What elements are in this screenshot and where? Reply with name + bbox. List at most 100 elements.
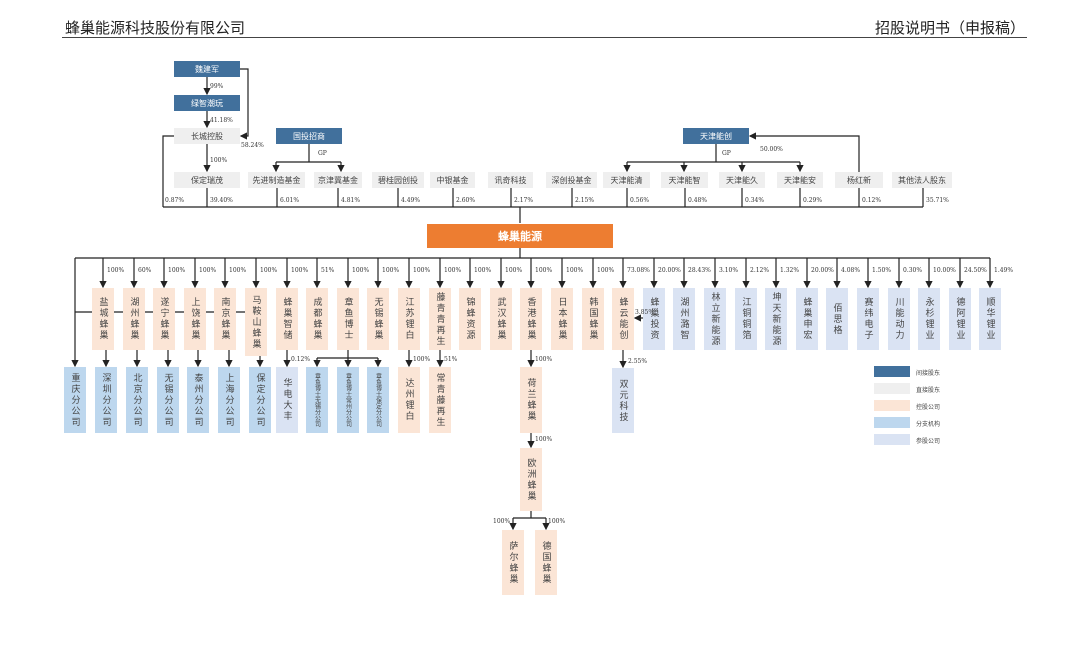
ownership-percent: 100% (168, 267, 186, 274)
legend-swatch (874, 434, 910, 445)
direct-shareholder-label: 保定瑞茂 (191, 175, 223, 185)
subsidiary-germany-label: 德国蜂巢 (540, 540, 551, 585)
octopus-branch-office-label: 章鱼博士无锡分公司 (313, 373, 321, 427)
main-company-fengchao: 蜂巢能源 (427, 224, 613, 248)
octopus-branch-office: 章鱼博士保定分公司 (367, 367, 389, 433)
ownership-percent: 100% (413, 356, 431, 363)
ownership-percent: 100% (291, 267, 309, 274)
ownership-percent: 100% (260, 267, 278, 274)
subsidiary-box: 蜂巢申宏 (796, 288, 818, 350)
subsidiary-box: 江铜铜箔 (735, 288, 757, 350)
subsidiary-changqing-recycling: 常青藤再生 (429, 367, 451, 433)
subsidiary-box-label: 成都蜂巢 (311, 297, 322, 341)
direct-shareholder: 杨红新 (835, 172, 883, 188)
shareholder-lvzhi: 绿智潮玩 (174, 95, 240, 111)
company-name-header: 蜂巢能源科技股份有限公司 (65, 19, 246, 37)
shareholder-tianjin-nengchuang-label: 天津能创 (700, 131, 732, 141)
ownership-percent: 100% (535, 267, 553, 274)
subsidiary-box-label: 香港蜂巢 (525, 297, 536, 341)
subsidiary-box: 佰思格 (826, 288, 848, 350)
direct-shareholder-label: 中银基金 (436, 175, 469, 185)
ownership-percent: 100% (597, 267, 615, 274)
subsidiary-box: 江苏锂白 (398, 288, 420, 350)
ownership-percent: 100% (535, 356, 553, 363)
subsidiary-box: 林立新能源 (704, 288, 726, 350)
octopus-branch-office-label: 章鱼博士常州分公司 (344, 373, 352, 427)
ownership-percent: 24.50% (964, 267, 987, 274)
branch-office: 深圳分公司 (95, 367, 117, 433)
ownership-percent: 0.48% (688, 197, 708, 204)
connector-line (239, 68, 249, 140)
direct-shareholder-label: 天津能安 (784, 175, 816, 185)
ownership-percent: 4.49% (401, 197, 421, 204)
shareholder-wei-jianjun: 魏建军 (174, 61, 240, 77)
subsidiary-box: 成都蜂巢 (306, 288, 328, 350)
subsidiary-box: 德阿锂业 (949, 288, 971, 350)
subsidiary-box: 蜂云能创 (612, 288, 634, 350)
subsidiary-box-label: 林立新能源 (709, 291, 720, 347)
ownership-percent: 0.56% (630, 197, 650, 204)
branch-office: 无锡分公司 (157, 367, 179, 433)
direct-shareholder: 中银基金 (430, 172, 475, 188)
subsidiary-saar: 萨尔蜂巢 (502, 530, 524, 595)
ownership-percent: 6.01% (280, 197, 300, 204)
direct-shareholder-label: 深创投基金 (551, 175, 592, 185)
octopus-branch-office: 章鱼博士常州分公司 (337, 367, 359, 433)
direct-shareholder-label: 天津能智 (668, 175, 701, 185)
ownership-percent: 1.32% (780, 267, 800, 274)
subsidiary-box: 藤青青再生 (429, 288, 451, 350)
shareholder-guotou: 国投招商 (276, 128, 342, 144)
ownership-percent: 1.50% (872, 267, 892, 274)
ownership-percent: 100% (505, 267, 523, 274)
ownership-percent: 20.00% (811, 267, 834, 274)
branch-office-label: 北京分公司 (131, 372, 142, 428)
legend-swatch (874, 366, 910, 377)
direct-shareholder-label: 杨红新 (847, 175, 871, 185)
subsidiary-box: 武汉蜂巢 (490, 288, 512, 350)
ownership-percent: 2.12% (750, 267, 770, 274)
ownership-percent: 2.55% (628, 358, 648, 365)
ownership-percent: 2.60% (456, 197, 476, 204)
subsidiary-box: 顺华锂业 (979, 288, 1001, 350)
ownership-percent: 35.71% (926, 197, 949, 204)
subsidiary-box: 马鞍山蜂巢 (245, 288, 267, 356)
ownership-percent: 41.18% (210, 117, 233, 124)
subsidiary-box: 章鱼博士 (337, 288, 359, 350)
subsidiary-box-label: 江苏锂白 (403, 297, 414, 341)
ownership-percent: 51% (444, 356, 458, 363)
legend-swatch (874, 417, 910, 428)
shareholder-tianjin-nengchuang: 天津能创 (683, 128, 749, 144)
ownership-percent: 4.08% (841, 267, 861, 274)
subsidiary-europe: 欧洲蜂巢 (520, 448, 542, 511)
investee-shuangyuan: 双元科技 (612, 368, 634, 433)
subsidiary-saar-label: 萨尔蜂巢 (507, 540, 518, 585)
ownership-percent: 10.00% (933, 267, 956, 274)
branch-office-label: 泰州分公司 (192, 372, 203, 428)
subsidiary-box: 南京蜂巢 (214, 288, 236, 350)
main-company-fengchao-label: 蜂巢能源 (498, 230, 542, 243)
ownership-percent: 100% (548, 518, 566, 525)
investee-shuangyuan-label: 双元科技 (617, 378, 628, 423)
shareholder-changcheng: 长城控股 (174, 128, 240, 144)
subsidiary-box: 遂宁蜂巢 (153, 288, 175, 350)
ownership-percent: 0.87% (165, 197, 185, 204)
ownership-percent: 0.12% (291, 356, 311, 363)
ownership-percent: 1.49% (994, 267, 1014, 274)
subsidiary-box: 锦蜂资源 (459, 288, 481, 350)
ownership-percent: 100% (382, 267, 400, 274)
subsidiary-netherlands-label: 荷兰蜂巢 (525, 378, 536, 422)
ownership-percent: 100% (229, 267, 247, 274)
subsidiary-box-label: 江铜铜箔 (740, 297, 751, 341)
subsidiary-changqing-recycling-label: 常青藤再生 (434, 372, 445, 428)
shareholder-wei-jianjun-label: 魏建军 (195, 64, 219, 74)
subsidiary-box: 日本蜂巢 (551, 288, 573, 350)
subsidiary-box: 韩国蜂巢 (582, 288, 604, 350)
direct-shareholder-label: 先进制造基金 (252, 175, 301, 185)
ownership-percent: 20.00% (658, 267, 681, 274)
branch-office-label: 上海分公司 (223, 372, 234, 428)
ownership-percent: 0.12% (862, 197, 882, 204)
branch-office: 泰州分公司 (187, 367, 209, 433)
branch-office: 保定分公司 (249, 367, 271, 433)
legend-label: 直接股东 (916, 387, 941, 394)
subsidiary-box: 香港蜂巢 (520, 288, 542, 350)
